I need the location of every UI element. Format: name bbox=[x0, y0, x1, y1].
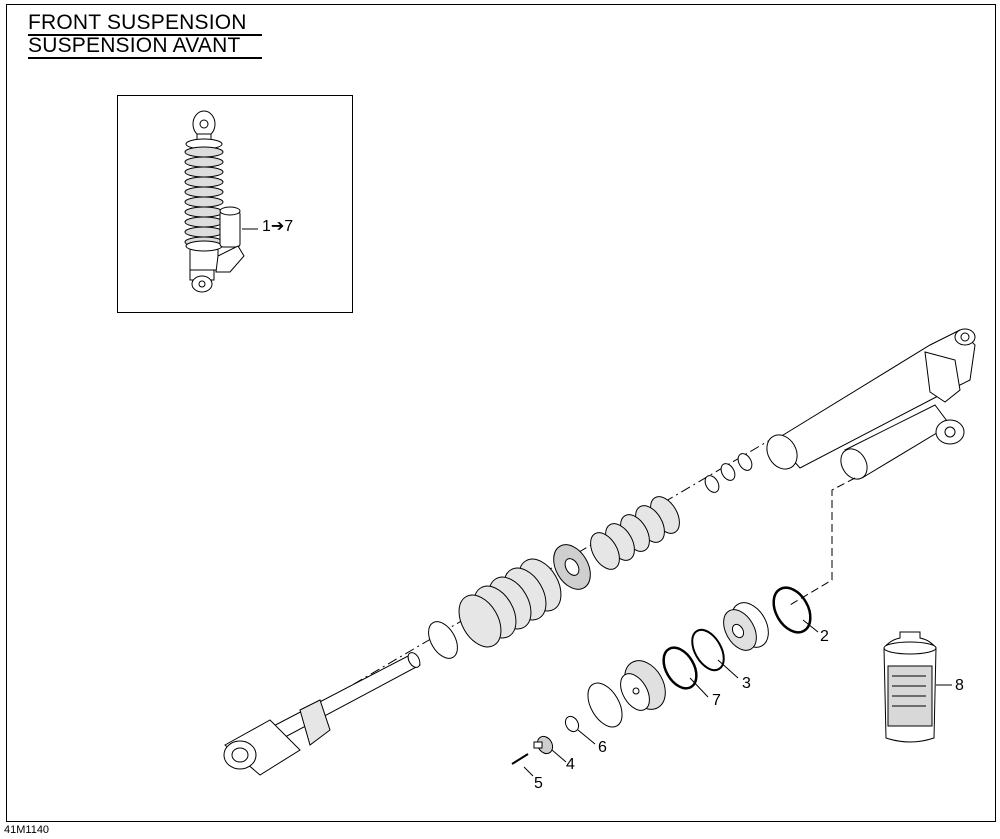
diagram-frame bbox=[6, 4, 996, 822]
piston bbox=[620, 660, 666, 711]
part-6-seal bbox=[564, 715, 580, 733]
title-french: SUSPENSION AVANT bbox=[28, 34, 241, 57]
lower-washer bbox=[428, 621, 458, 659]
shaft bbox=[261, 654, 421, 745]
shock-body bbox=[766, 328, 976, 470]
part-8-oil-bottle bbox=[883, 631, 937, 743]
part-4-valve bbox=[533, 735, 554, 755]
title-underline bbox=[28, 34, 262, 36]
assembled-shock-illustration bbox=[184, 110, 258, 293]
part-2-o-ring bbox=[772, 586, 812, 634]
part-5-screw bbox=[511, 753, 529, 765]
figure-code: 41M1140 bbox=[4, 824, 50, 836]
washer-set bbox=[704, 453, 753, 493]
title-english: FRONT SUSPENSION bbox=[28, 11, 247, 34]
callout-5: 5 bbox=[534, 775, 543, 792]
spring-seat bbox=[553, 544, 591, 590]
inset-callout-1-to-7: 1➔7 bbox=[262, 218, 294, 235]
callout-8: 8 bbox=[955, 677, 964, 694]
callout-2: 2 bbox=[820, 628, 829, 645]
reservoir-cap bbox=[723, 602, 769, 651]
reservoir bbox=[840, 404, 965, 480]
callout-3: 3 bbox=[742, 675, 751, 692]
part-3-o-ring bbox=[691, 628, 725, 672]
reservoir-axis-line bbox=[789, 477, 856, 606]
inner-spring bbox=[590, 496, 680, 570]
main-spring bbox=[458, 558, 562, 648]
callout-6: 6 bbox=[598, 739, 607, 756]
lower-eyelet bbox=[223, 699, 331, 776]
diaphragm bbox=[587, 682, 623, 728]
part-7-o-ring bbox=[662, 646, 698, 690]
inset-assembled-shock: 1➔7 bbox=[117, 95, 353, 313]
callout-4: 4 bbox=[566, 756, 575, 773]
callout-7: 7 bbox=[712, 692, 721, 709]
title-underline bbox=[28, 57, 262, 59]
